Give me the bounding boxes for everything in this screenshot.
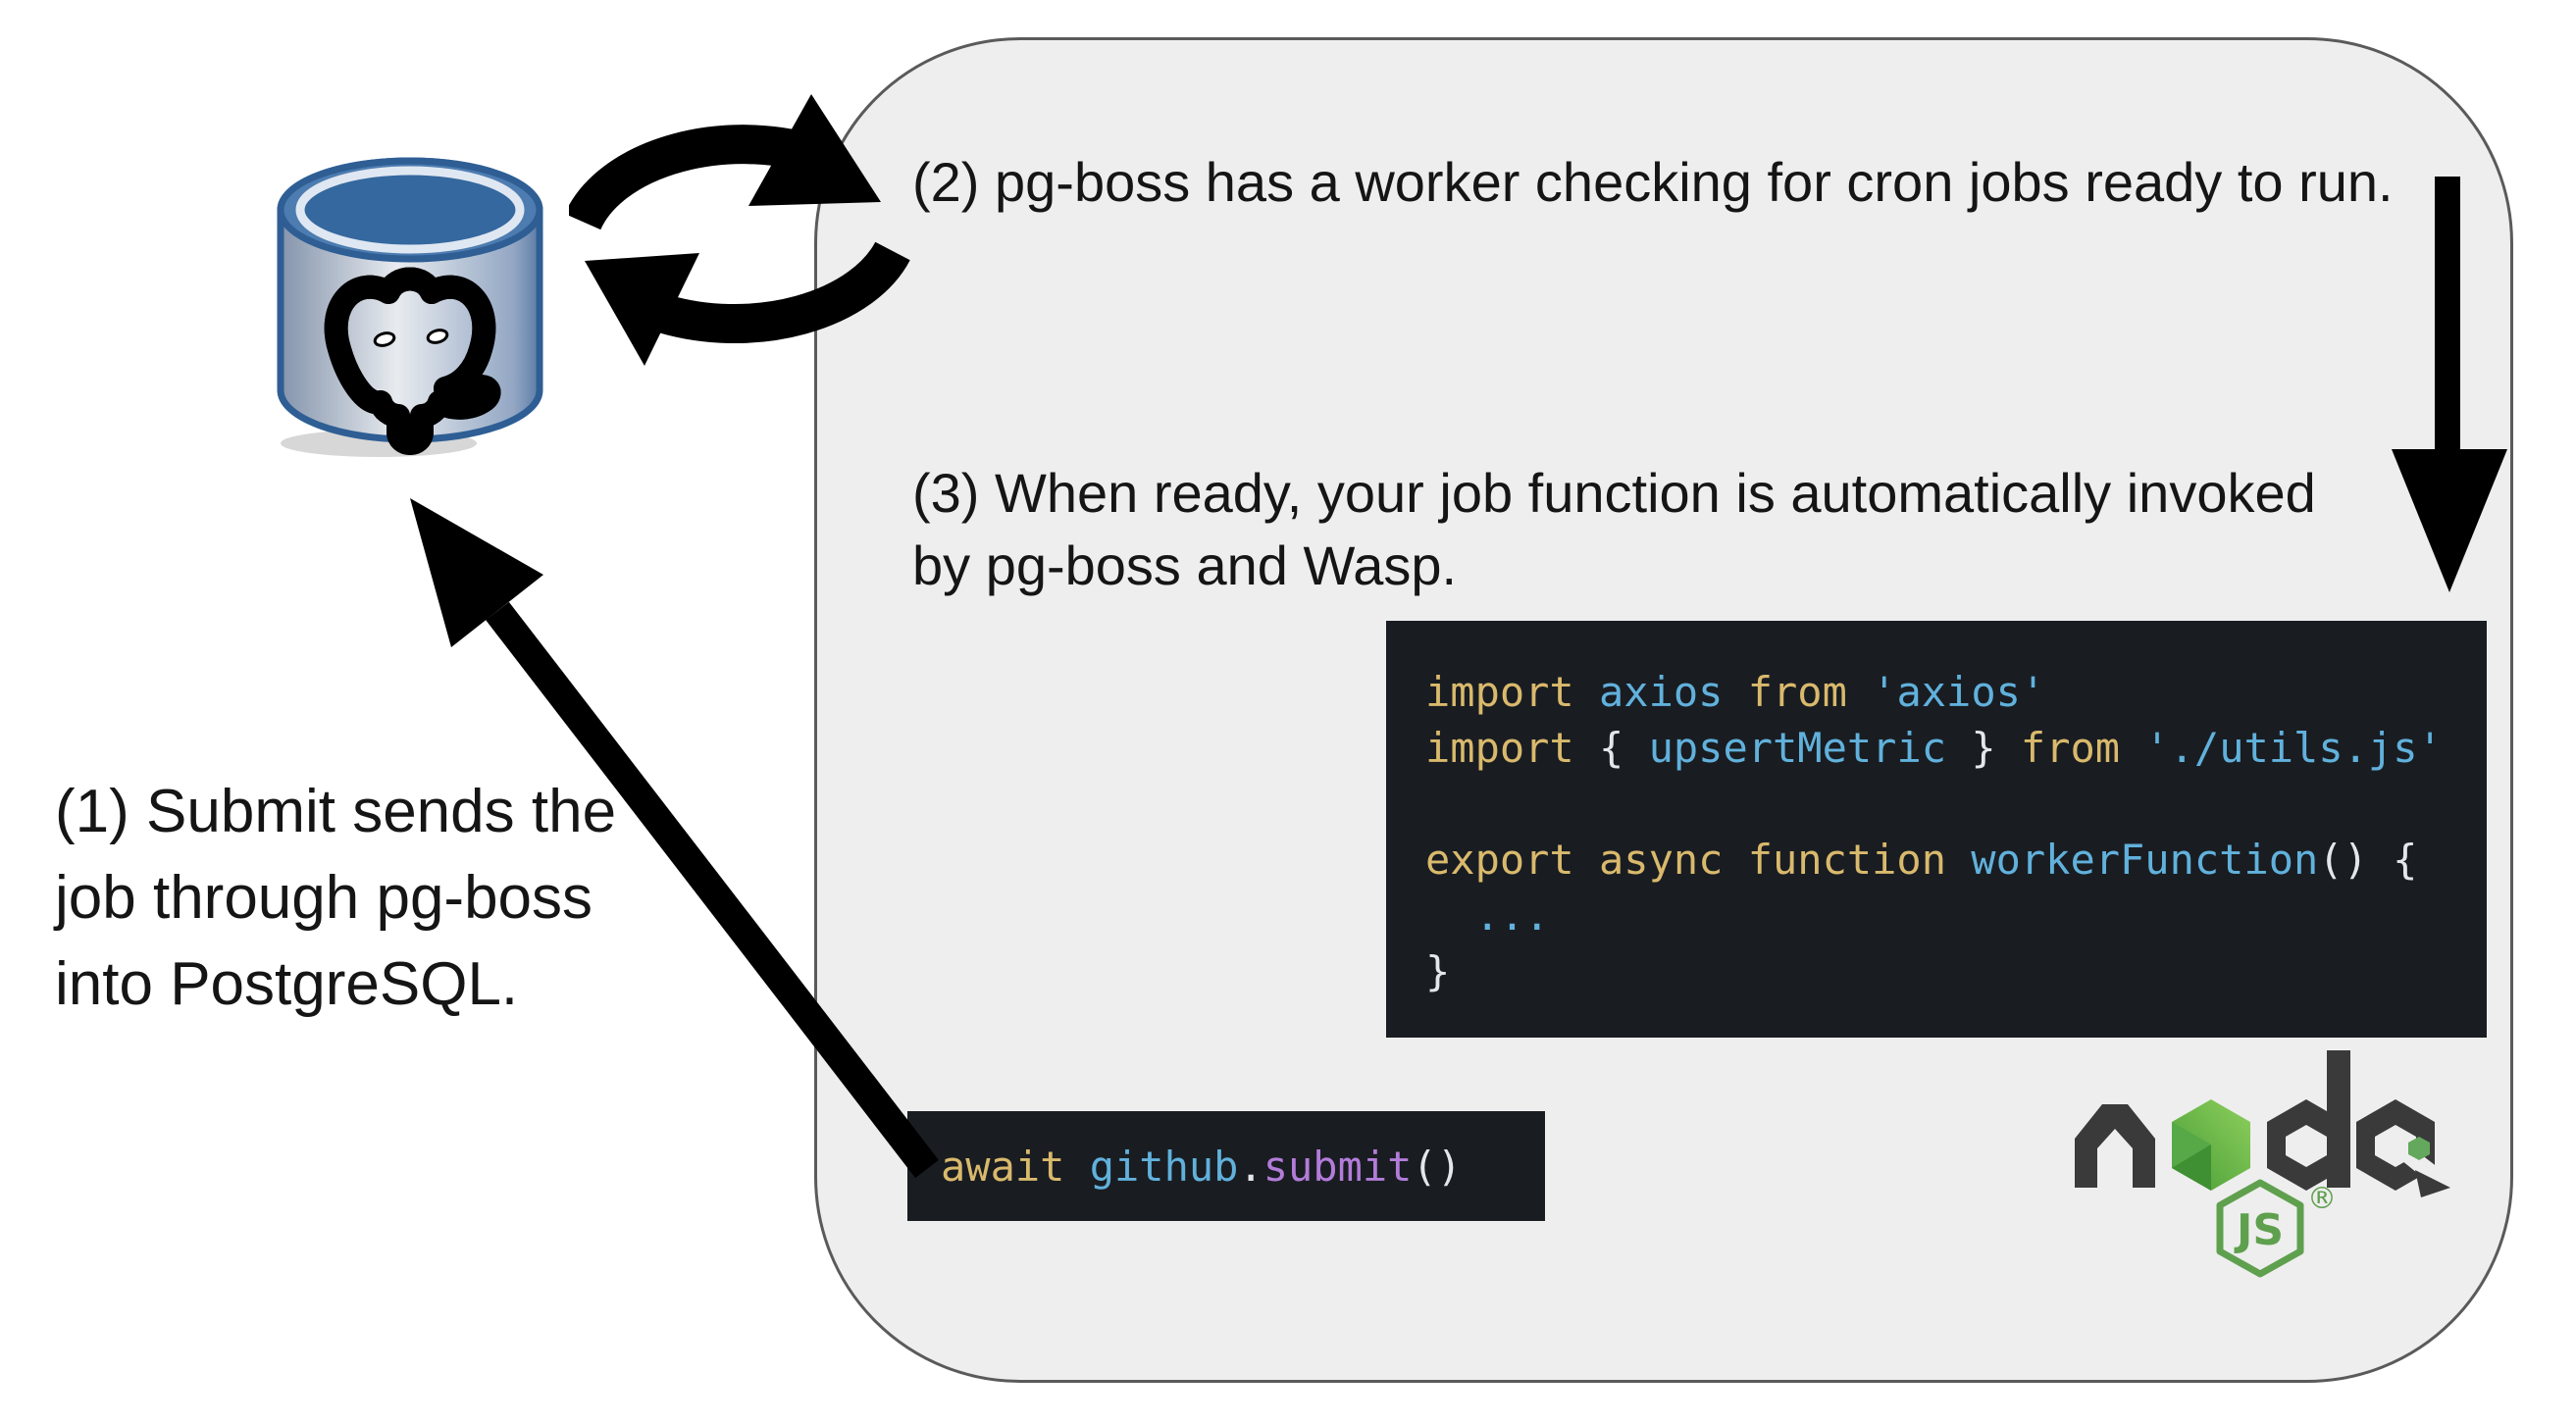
submit-code-block: await github.submit() (907, 1111, 1545, 1221)
nodejs-js-label: JS (2234, 1205, 2284, 1255)
arrow-down-icon (2435, 177, 2460, 453)
sync-cycle-arrows-icon (569, 94, 910, 366)
nodejs-registered-mark: ® (2307, 1182, 2337, 1216)
nodejs-wordmark-icon (2075, 1050, 2450, 1197)
worker-code-block: import axios from 'axios'import { upsert… (1386, 621, 2487, 1038)
postgresql-logo-icon (277, 157, 543, 457)
step3-label: (3) When ready, your job function is aut… (912, 462, 2316, 596)
nodejs-js-badge-icon: JS ® (2216, 1179, 2337, 1278)
arrow-down-head-icon (2392, 449, 2507, 592)
step1-label: (1) Submit sends the job through pg-boss… (55, 778, 617, 1018)
nodejs-logo: JS ® (2070, 1043, 2462, 1337)
step2-label: (2) pg-boss has a worker checking for cr… (912, 151, 2394, 213)
